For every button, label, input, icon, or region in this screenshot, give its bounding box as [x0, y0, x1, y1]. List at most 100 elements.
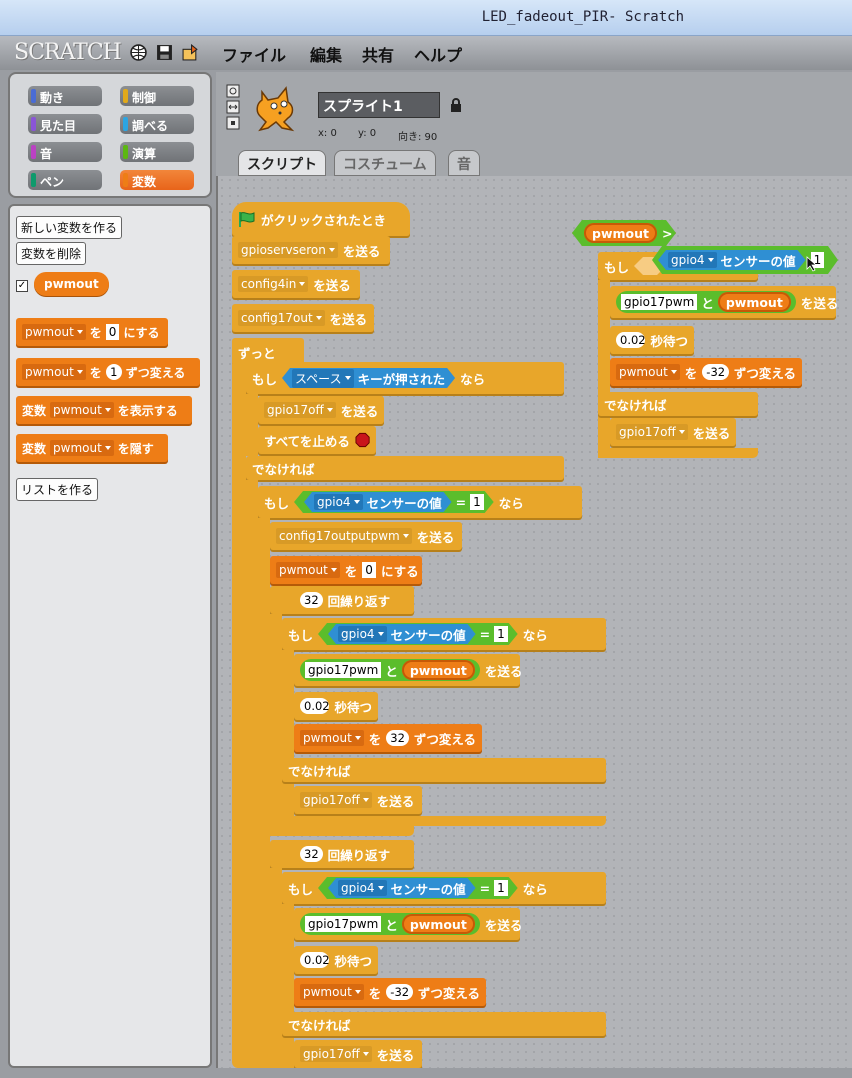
stop-all-block[interactable]: すべてを止める: [258, 426, 376, 454]
block-label: でなければ: [288, 763, 351, 779]
block-label: gpioservseron: [238, 242, 338, 258]
block-label: と: [701, 295, 714, 311]
block-label: config17outputpwm: [276, 528, 412, 544]
greater-than-block[interactable]: pwmout>0: [572, 220, 676, 246]
block-label: を送る: [484, 663, 523, 679]
block-label: を送る: [342, 243, 381, 259]
lock-icon[interactable]: [450, 98, 462, 112]
when-flag-clicked-block[interactable]: がクリックされたとき: [232, 202, 410, 236]
category-sound[interactable]: 音: [28, 142, 102, 162]
block-label: を送る: [484, 917, 523, 933]
category-pen[interactable]: ペン: [28, 170, 102, 190]
else-arm: [246, 480, 258, 1068]
block-label: pwmout: [401, 660, 475, 680]
sprite-name-field[interactable]: スプライト1: [318, 92, 440, 118]
else-label: でなければ: [282, 1012, 606, 1036]
category-operators[interactable]: 演算: [120, 142, 194, 162]
if-arm: [282, 650, 294, 818]
block-label: 動き: [40, 91, 65, 105]
block-label: 32: [300, 592, 323, 608]
if-arm: [246, 394, 258, 456]
delete-variable-button[interactable]: 変数を削除: [16, 242, 87, 265]
category-sensing[interactable]: 調べる: [120, 114, 194, 134]
block-label: -32: [386, 984, 413, 1000]
block-label: でなければ: [252, 461, 315, 477]
block-label: なら: [522, 627, 548, 643]
category-variables[interactable]: 変数: [120, 170, 194, 190]
globe-icon[interactable]: [130, 44, 147, 61]
share-icon[interactable]: [182, 44, 199, 61]
make-list-button[interactable]: リストを作る: [16, 478, 99, 501]
block-label: 32: [300, 846, 323, 862]
block-label: を送る: [416, 529, 455, 545]
block-label: 変数: [132, 175, 157, 189]
category-control[interactable]: 制御: [120, 86, 194, 106]
block-label: を送る: [313, 277, 351, 293]
menu-share[interactable]: 共有: [362, 46, 395, 65]
menu-bar: SCRATCH ファイル 編集 共有 ヘルプ: [0, 36, 852, 70]
tab-scripts[interactable]: スクリプト: [238, 150, 326, 176]
block-label: と: [385, 663, 398, 679]
variable-visible-checkbox[interactable]: ✓: [16, 280, 28, 292]
block-label: 変数: [22, 441, 47, 456]
block-label: gpio4: [668, 252, 717, 268]
forever-block[interactable]: ずっと: [232, 338, 304, 366]
category-motion[interactable]: 動き: [28, 86, 102, 106]
block-label: 0.02: [616, 332, 646, 348]
tab-sounds[interactable]: 音: [448, 150, 480, 176]
block-label: config4in: [238, 276, 309, 292]
tab-costumes[interactable]: コスチューム: [334, 150, 436, 176]
menu-edit[interactable]: 編集: [310, 46, 343, 65]
if-else-block[interactable]: もし スペースキーが押された なら: [246, 362, 564, 394]
menu-file[interactable]: ファイル: [222, 46, 287, 65]
rotation-style-icons[interactable]: [226, 84, 242, 132]
block-label: と: [385, 917, 398, 933]
category-looks[interactable]: 見た目: [28, 114, 102, 134]
block-label: なら: [498, 495, 524, 511]
menu-help[interactable]: ヘルプ: [414, 46, 463, 65]
key-pressed-sensor[interactable]: スペースキーが押された: [282, 368, 455, 388]
variable-reporter[interactable]: pwmout: [34, 272, 109, 296]
make-variable-button[interactable]: 新しい変数を作る: [16, 216, 123, 239]
save-icon[interactable]: [156, 44, 173, 61]
block-label: を: [684, 365, 698, 381]
block-label: センサーの値: [390, 627, 466, 643]
